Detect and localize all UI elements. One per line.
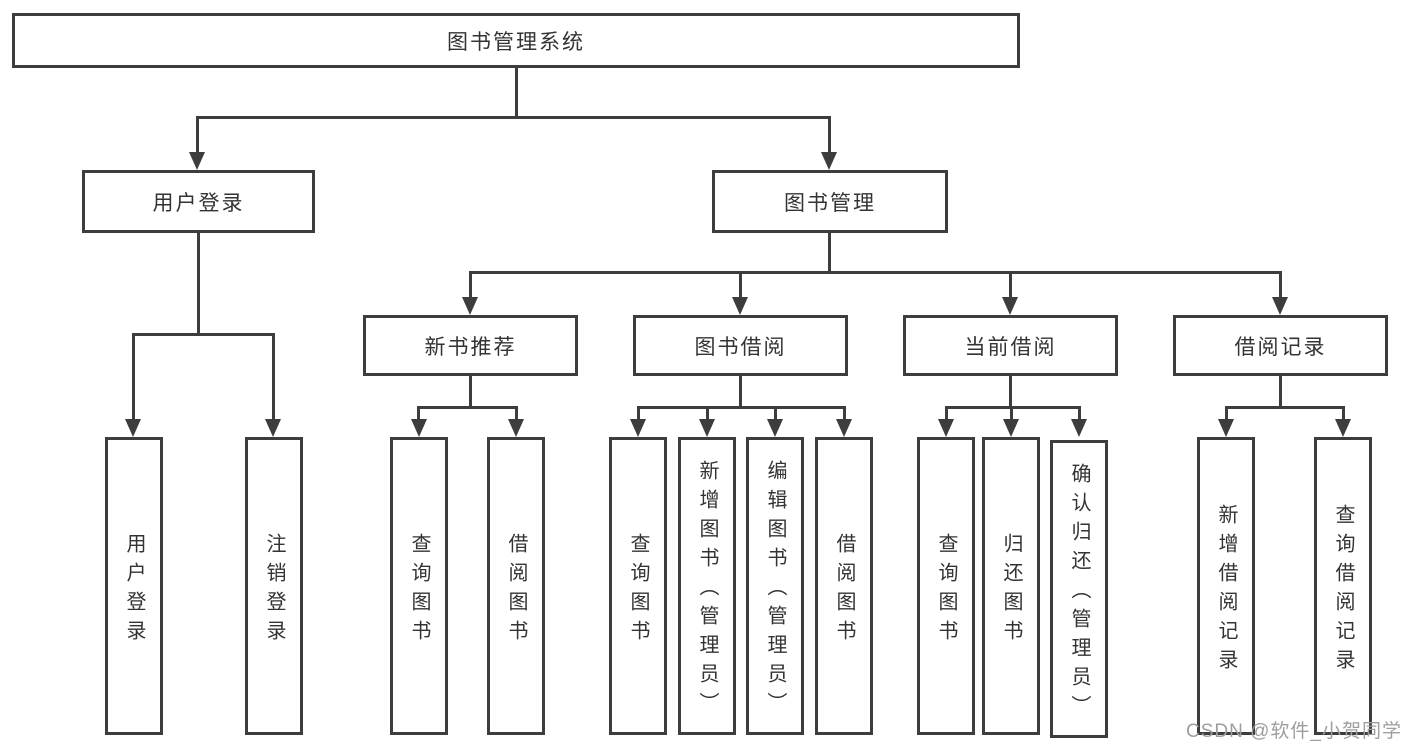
leaf-query-books-current: 查询图书: [917, 437, 975, 735]
connector-root-stem: [514, 68, 518, 118]
connector-to-leaf-edit-book: [773, 406, 777, 422]
connector-to-user-login: [195, 118, 199, 155]
connector-to-current-borrow: [1008, 273, 1012, 300]
connector-to-book-management: [827, 118, 831, 155]
connector-to-leaf-confirm-return: [1077, 406, 1081, 422]
connector-user-login-stem: [196, 233, 200, 336]
connector-to-leaf-add-record: [1224, 406, 1228, 422]
arrowhead-leaf-edit-book: [767, 419, 783, 437]
arrowhead-leaf-borrow-1: [508, 419, 524, 437]
node-borrow-records: 借阅记录: [1173, 315, 1388, 376]
arrowhead-borrow-records: [1272, 297, 1288, 315]
arrowhead-leaf-logout: [265, 419, 281, 437]
arrowhead-leaf-add-book: [699, 419, 715, 437]
arrowhead-user-login: [189, 152, 205, 170]
leaf-return-book: 归还图书: [982, 437, 1040, 735]
arrowhead-book-borrow: [732, 297, 748, 315]
connector-to-leaf-query-2: [636, 406, 640, 422]
leaf-user-login: 用户登录: [105, 437, 163, 735]
connector-to-leaf-login: [131, 335, 135, 422]
arrowhead-new-book-recommend: [462, 297, 478, 315]
connector-book-borrow-split: [636, 406, 846, 409]
connector-book-management-split: [468, 271, 1282, 274]
connector-to-leaf-borrow-2: [842, 406, 846, 422]
node-library-management-system: 图书管理系统: [12, 13, 1020, 68]
connector-to-leaf-query-3: [944, 406, 948, 422]
connector-root-split: [195, 116, 831, 119]
arrowhead-current-borrow: [1002, 297, 1018, 315]
connector-book-borrow-stem: [738, 376, 742, 408]
arrowhead-leaf-add-record: [1218, 419, 1234, 437]
arrowhead-leaf-query-record: [1335, 419, 1351, 437]
arrowhead-leaf-borrow-2: [836, 419, 852, 437]
node-book-borrow: 图书借阅: [633, 315, 848, 376]
connector-new-book-stem: [468, 376, 472, 408]
leaf-logout: 注销登录: [245, 437, 303, 735]
connector-book-management-stem: [827, 233, 831, 274]
connector-new-book-split: [417, 406, 517, 409]
leaf-add-book-admin: 新增图书（管理员）: [678, 437, 736, 735]
connector-current-borrow-split: [944, 406, 1081, 409]
connector-to-leaf-borrow-1: [514, 406, 518, 422]
leaf-query-books-borrow: 查询图书: [609, 437, 667, 735]
node-user-login: 用户登录: [82, 170, 315, 233]
connector-to-book-borrow: [738, 273, 742, 300]
arrowhead-leaf-query-3: [938, 419, 954, 437]
arrowhead-leaf-login: [125, 419, 141, 437]
leaf-query-borrow-record: 查询借阅记录: [1314, 437, 1372, 735]
connector-to-leaf-return-book: [1009, 406, 1013, 422]
arrowhead-leaf-query-2: [630, 419, 646, 437]
connector-current-borrow-stem: [1008, 376, 1012, 408]
leaf-add-borrow-record: 新增借阅记录: [1197, 437, 1255, 735]
leaf-confirm-return-admin: 确认归还（管理员）: [1050, 440, 1108, 738]
arrowhead-leaf-query-1: [410, 419, 427, 437]
connector-to-leaf-logout: [271, 335, 275, 422]
connector-to-new-book-recommend: [468, 273, 472, 300]
node-current-borrow: 当前借阅: [903, 315, 1118, 376]
arrowhead-leaf-return-book: [1003, 419, 1019, 437]
connector-to-leaf-query-record: [1341, 406, 1345, 422]
leaf-query-books-recommend: 查询图书: [390, 437, 448, 735]
connector-to-borrow-records: [1278, 273, 1282, 300]
connector-to-leaf-add-book: [705, 406, 709, 422]
leaf-edit-book-admin: 编辑图书（管理员）: [746, 437, 804, 735]
arrowhead-leaf-confirm-return: [1071, 419, 1087, 437]
leaf-borrow-books: 借阅图书: [815, 437, 873, 735]
connector-user-login-split: [131, 333, 275, 336]
connector-to-leaf-query-1: [417, 406, 420, 422]
node-new-book-recommend: 新书推荐: [363, 315, 578, 376]
leaf-borrow-books-recommend: 借阅图书: [487, 437, 545, 735]
csdn-watermark: CSDN @软件_小贺同学: [1186, 721, 1402, 742]
arrowhead-book-management: [821, 152, 837, 170]
connector-borrow-records-stem: [1278, 376, 1282, 408]
node-book-management: 图书管理: [712, 170, 948, 233]
connector-borrow-records-split: [1224, 406, 1345, 409]
